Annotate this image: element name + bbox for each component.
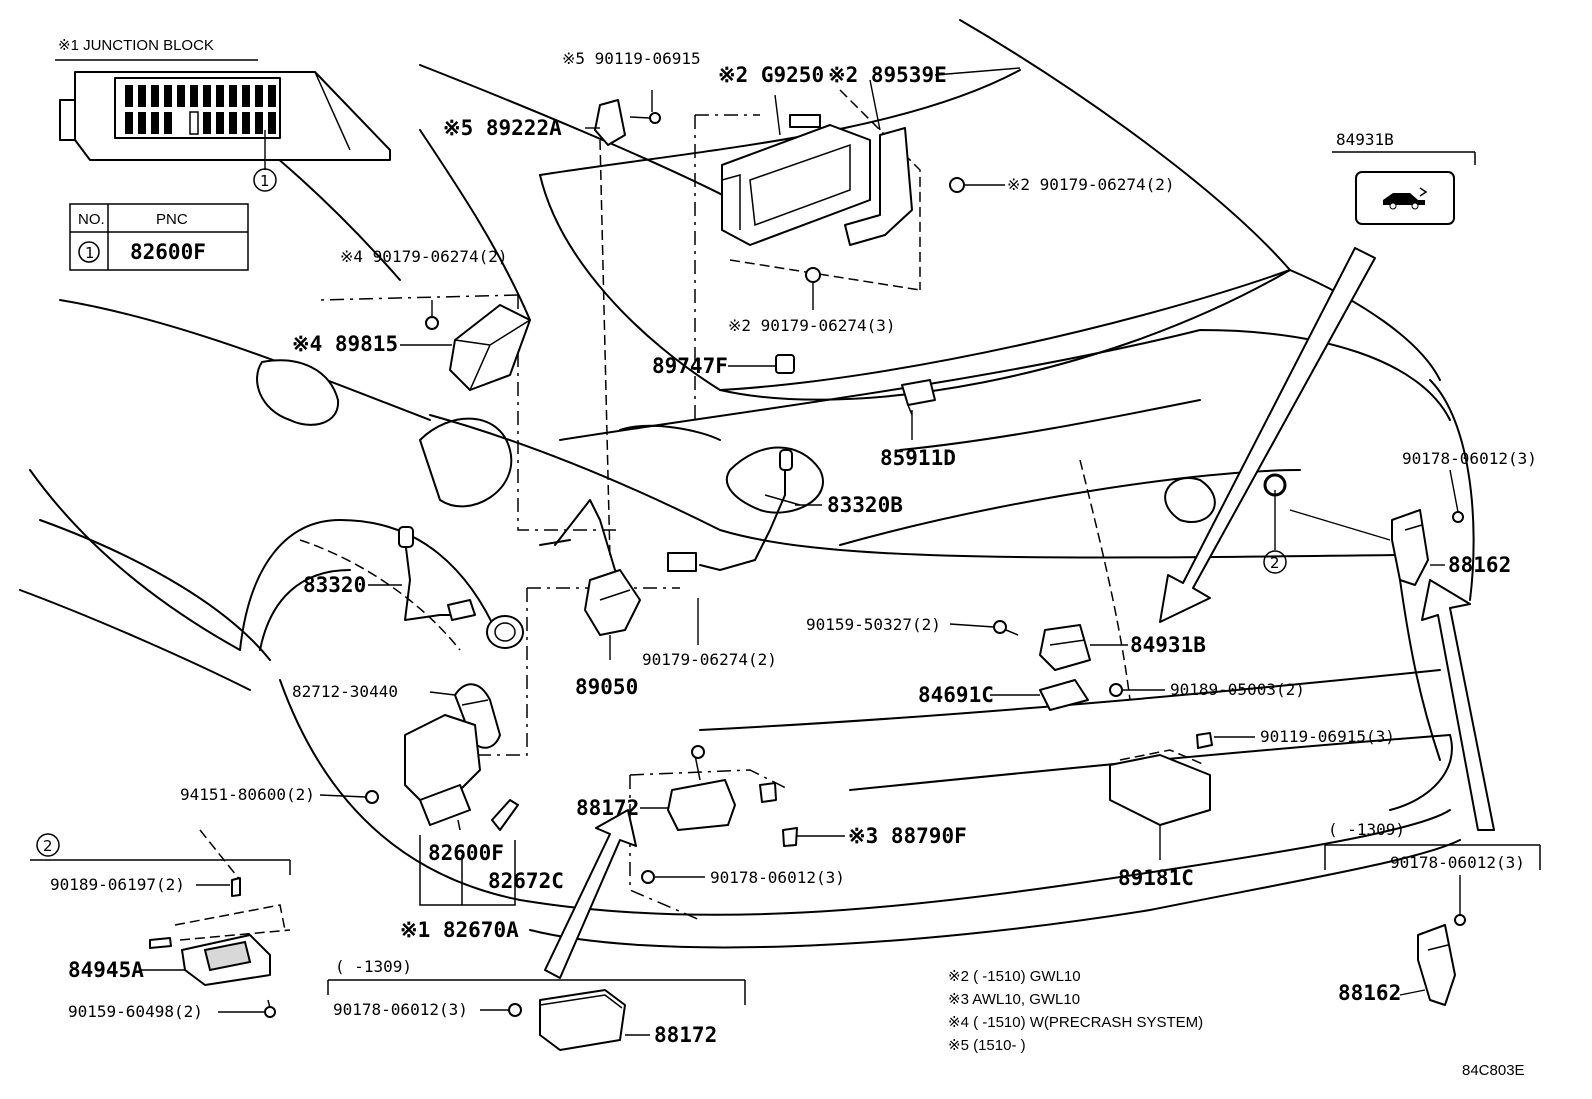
footnotes: ※2 ( -1510) GWL10 ※3 AWL10, GWL10 ※4 ( -… — [948, 968, 1203, 1054]
label-84945a: 84945A — [68, 958, 144, 982]
inset-2-frame: 2 — [30, 833, 291, 875]
part-84931b-switch — [1039, 624, 1091, 671]
label-90178-06012-c: 90178-06012(3) — [1390, 853, 1525, 872]
part-84691c-bracket — [1039, 679, 1123, 711]
inset-84931b-label: 84931B — [1336, 130, 1394, 149]
label-90189-06197: 90189-06197(2) — [50, 875, 185, 894]
svg-text:2: 2 — [43, 837, 53, 855]
part-89181c-module — [1109, 732, 1213, 826]
part-88172-inset — [508, 989, 626, 1051]
label-90189-05003: 90189-05003(2) — [1170, 680, 1305, 699]
label-90178-06012-a: 90178-06012(3) — [710, 868, 845, 887]
label-82600f: 82600F — [428, 841, 504, 865]
label-89181c: 89181C — [1118, 866, 1194, 890]
callout-circle-1 — [253, 168, 277, 192]
svg-text:( -1309): ( -1309) — [335, 957, 412, 976]
label-90179-06274-c: ※4 90179-06274(2) — [340, 247, 508, 266]
label-88162: 88162 — [1448, 553, 1511, 577]
part-88172-sensor — [641, 745, 798, 884]
fuse-grid — [125, 85, 276, 135]
part-labels: ※5 89222A ※5 90119-06915 ※2 G9250 ※2 895… — [50, 49, 1537, 1047]
label-89815: ※4 89815 — [292, 332, 398, 356]
label-90179-06274-d: 90179-06274(2) — [642, 650, 777, 669]
part-84945a-inset — [149, 877, 286, 1018]
range-bracket-1309-right: ( -1309) — [1324, 820, 1541, 870]
part-82670a-junction — [365, 714, 519, 906]
part-83320-wire — [398, 526, 476, 621]
label-88790f: ※3 88790F — [848, 824, 967, 848]
table-header-pnc: PNC — [156, 211, 188, 228]
label-88162-b: 88162 — [1338, 981, 1401, 1005]
svg-text:( -1309): ( -1309) — [1328, 820, 1405, 839]
label-90159-50327: 90159-50327(2) — [806, 615, 941, 634]
part-89747f-clip — [775, 354, 795, 374]
figure-id: 84C803E — [1462, 1062, 1525, 1079]
part-89539e-bracket — [805, 127, 965, 283]
pnc-table: NO. PNC 1 82600F — [69, 203, 249, 271]
label-90178-06012-d: 90178-06012(3) — [333, 1000, 468, 1019]
label-89222a: ※5 89222A — [443, 116, 562, 140]
part-88162-sensor — [1391, 509, 1464, 586]
label-83320: 83320 — [303, 573, 366, 597]
arrow-to-88172 — [544, 809, 637, 979]
label-89539e: ※2 89539E — [828, 63, 947, 87]
part-85911d-connector — [901, 379, 936, 416]
vehicle-body-outline — [19, 19, 1475, 949]
note-3: ※3 AWL10, GWL10 — [948, 991, 1080, 1008]
part-89815-box — [425, 304, 531, 391]
label-90178-06012-b: 90178-06012(3) — [1402, 449, 1537, 468]
part-88162-sensor-inset — [1417, 914, 1466, 1006]
note-2: ※2 ( -1510) GWL10 — [948, 968, 1081, 985]
part-g9250-ecu — [721, 114, 871, 246]
label-94151-80600: 94151-80600(2) — [180, 785, 315, 804]
label-90159-60498: 90159-60498(2) — [68, 1002, 203, 1021]
label-82672c: 82672C — [488, 869, 564, 893]
pointer-arrows — [544, 247, 1495, 979]
leader-lines — [140, 67, 1461, 1036]
junction-block-inset: ※1 JUNCTION BLOCK 1 NO. — [55, 37, 391, 271]
note-4: ※4 ( -1510) W(PRECRASH SYSTEM) — [948, 1014, 1203, 1031]
label-90119-06915-3: 90119-06915(3) — [1260, 727, 1395, 746]
grouping-lines — [179, 89, 1131, 941]
callout-2-marker: 2 — [1263, 473, 1287, 574]
part-83320b-wire — [667, 449, 801, 572]
table-row-no: 1 — [85, 244, 95, 262]
svg-text:1: 1 — [260, 172, 270, 190]
label-89050: 89050 — [575, 675, 638, 699]
label-82670a: ※1 82670A — [400, 918, 519, 942]
note-5: ※5 (1510- ) — [948, 1037, 1026, 1054]
svg-text:2: 2 — [1270, 554, 1280, 572]
label-82712-30440: 82712-30440 — [292, 682, 398, 701]
arrow-to-88162 — [1421, 579, 1495, 831]
range-bracket-1309-bottom: ( -1309) — [327, 957, 746, 1005]
part-89050-unit — [539, 499, 641, 636]
inset-84931b: 84931B — [1332, 130, 1476, 225]
part-89222a-sensor — [594, 99, 661, 146]
arrow-to-84931b — [1159, 247, 1376, 623]
label-90179-06274-b: ※2 90179-06274(3) — [728, 316, 896, 335]
label-85911d: 85911D — [880, 446, 956, 470]
table-header-no: NO. — [78, 211, 105, 228]
label-89747f: 89747F — [652, 354, 728, 378]
label-83320b: 83320B — [827, 493, 903, 517]
label-90119-06915: ※5 90119-06915 — [562, 49, 701, 68]
label-g9250: ※2 G9250 — [718, 63, 824, 87]
label-84691c: 84691C — [918, 683, 994, 707]
junction-block-title: ※1 JUNCTION BLOCK — [58, 37, 214, 54]
label-88172: 88172 — [576, 796, 639, 820]
label-84931b: 84931B — [1130, 633, 1206, 657]
table-row-pnc: 82600F — [130, 240, 206, 264]
part-90159-50327-bolt — [993, 620, 1019, 636]
label-88172-b: 88172 — [654, 1023, 717, 1047]
label-90179-06274-a: ※2 90179-06274(2) — [1007, 175, 1175, 194]
